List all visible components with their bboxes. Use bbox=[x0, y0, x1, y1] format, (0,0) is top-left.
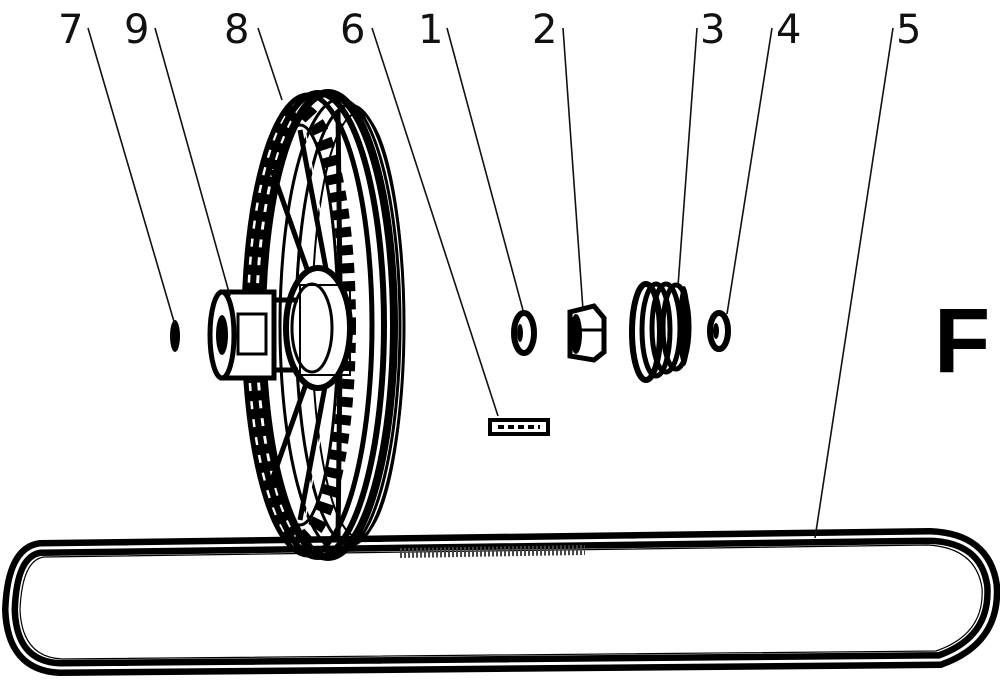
callout-4: 4 bbox=[776, 7, 801, 53]
part-2-nut bbox=[567, 303, 607, 363]
callout-labels: 7 9 8 6 1 2 3 4 5 bbox=[58, 7, 921, 53]
v-belt bbox=[1, 527, 1000, 677]
section-letter: F bbox=[934, 290, 990, 392]
large-pulley bbox=[241, 89, 406, 561]
part-7-screw bbox=[170, 320, 180, 352]
callout-6: 6 bbox=[340, 7, 365, 53]
callout-5: 5 bbox=[896, 7, 921, 53]
part-1-washer bbox=[511, 310, 537, 356]
callout-9: 9 bbox=[124, 7, 149, 53]
part-4-washer bbox=[707, 310, 731, 352]
callout-8: 8 bbox=[224, 7, 249, 53]
part-6-key bbox=[488, 418, 550, 436]
taper-bushing bbox=[207, 289, 298, 381]
callout-2: 2 bbox=[532, 7, 557, 53]
callout-3: 3 bbox=[700, 7, 725, 53]
callout-1: 1 bbox=[418, 7, 443, 53]
callout-7: 7 bbox=[58, 7, 83, 53]
leader-lines bbox=[87, 27, 894, 539]
part-3-small-pulley bbox=[629, 281, 692, 383]
